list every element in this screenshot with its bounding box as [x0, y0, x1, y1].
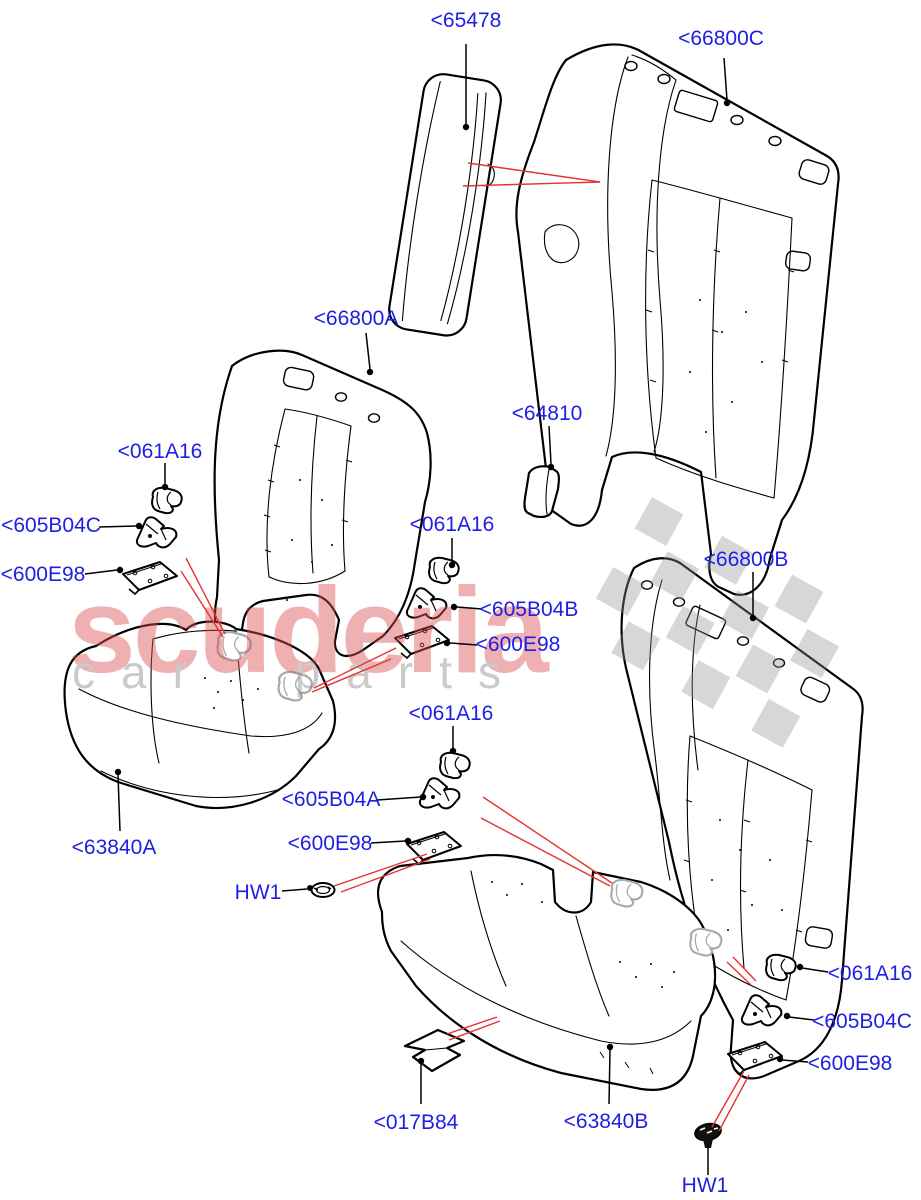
- callout-clip-mid: <061A16: [409, 513, 495, 536]
- grommet-HW1: [694, 1122, 722, 1148]
- clip-061A16: [151, 486, 183, 515]
- callout-bracket-right: <605B04C: [812, 1010, 912, 1033]
- leader-lines: [84, 44, 829, 1175]
- callout-plate-left: <600E98: [0, 563, 86, 586]
- seat-back-left-drawing: [213, 349, 432, 658]
- armrest-pad-drawing: [388, 73, 502, 337]
- bracket-605B04: [135, 516, 178, 549]
- watermark: scuderia car parts: [68, 497, 840, 748]
- bolster-pad-drawing: [523, 465, 560, 519]
- callout-seat-back-left: <66800A: [313, 307, 399, 330]
- callout-seat-back-center: <66800B: [703, 548, 789, 571]
- callout-bolster-pad: <64810: [511, 402, 583, 425]
- callout-cushion-right: <63840B: [563, 1110, 649, 1133]
- callout-bracket-left: <605B04C: [1, 514, 101, 537]
- callout-clip-center: <061A16: [408, 702, 494, 725]
- red-connectors: [180, 162, 757, 1132]
- callout-armrest-pad: <65478: [430, 9, 502, 32]
- seat-back-center-drawing: [620, 557, 864, 1080]
- callout-foam-pad: <017B84: [373, 1111, 459, 1134]
- callout-clip-left: <061A16: [117, 440, 203, 463]
- bracket-605B04: [418, 777, 461, 810]
- callout-cushion-left: <63840A: [71, 836, 157, 859]
- watermark-brand: scuderia: [68, 562, 550, 698]
- callout-hardware-right: HW1: [681, 1174, 729, 1197]
- watermark-subtitle: car parts: [72, 646, 527, 698]
- cushion-right-drawing: [377, 854, 717, 1091]
- callout-plate-mid: <600E98: [475, 633, 561, 656]
- callout-bracket-mid: <605B04B: [479, 598, 579, 621]
- grommet-HW1: [310, 882, 336, 898]
- callout-bracket-center: <605B04A: [281, 788, 381, 811]
- callout-seat-back-right: <66800C: [678, 27, 764, 50]
- callout-clip-right: <061A16: [827, 962, 913, 985]
- callout-plate-right: <600E98: [807, 1052, 893, 1075]
- checkered-flag-icon: [595, 497, 840, 748]
- callout-plate-center: <600E98: [287, 832, 373, 855]
- clip-061A16: [439, 751, 471, 780]
- callout-hardware-left: HW1: [234, 881, 282, 904]
- foam-pad-drawing: [403, 1028, 466, 1073]
